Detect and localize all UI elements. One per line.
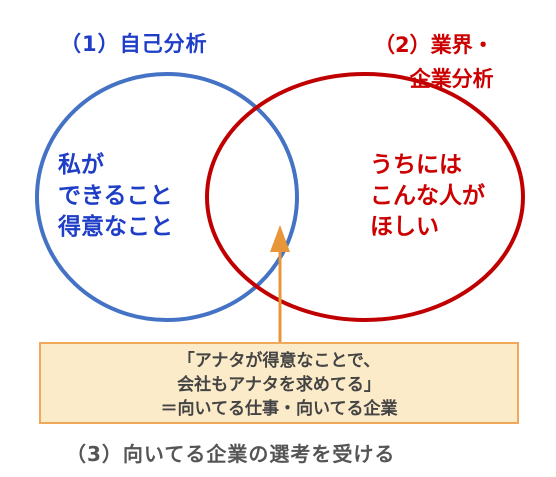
self-analysis-line-1: 私が xyxy=(58,152,104,178)
company-analysis-line-3: ほしい xyxy=(370,214,439,240)
company-analysis-circle xyxy=(205,72,525,322)
self-analysis-title: （1）自己分析 xyxy=(60,32,208,56)
company-analysis-line-2: こんな人が xyxy=(370,183,485,209)
company-analysis-title-line-2: 企業分析 xyxy=(409,67,494,91)
self-analysis-line-2: できること xyxy=(58,183,173,209)
company-analysis-text: うちには こんな人が ほしい xyxy=(370,150,485,243)
company-analysis-title: （2）業界・ 企業分析 xyxy=(374,28,494,96)
note-line-1: 「アナタが得意なことで、 xyxy=(177,351,381,371)
up-arrow xyxy=(270,225,290,342)
company-analysis-title-line-1: （2）業界・ xyxy=(374,33,494,57)
self-analysis-text: 私が できること 得意なこと xyxy=(58,150,173,243)
note-line-3: ＝向いてる仕事・向いてる企業 xyxy=(160,399,398,419)
self-analysis-line-3: 得意なこと xyxy=(58,214,173,240)
self-analysis-circle xyxy=(35,72,299,322)
note-line-2: 会社もアナタを求めてる」 xyxy=(177,375,381,395)
step-3-footer: （3）向いてる企業の選考を受ける xyxy=(66,442,396,466)
overlap-note-box: 「アナタが得意なことで、 会社もアナタを求めてる」 ＝向いてる仕事・向いてる企業 xyxy=(39,342,519,424)
company-analysis-line-1: うちには xyxy=(370,152,462,178)
